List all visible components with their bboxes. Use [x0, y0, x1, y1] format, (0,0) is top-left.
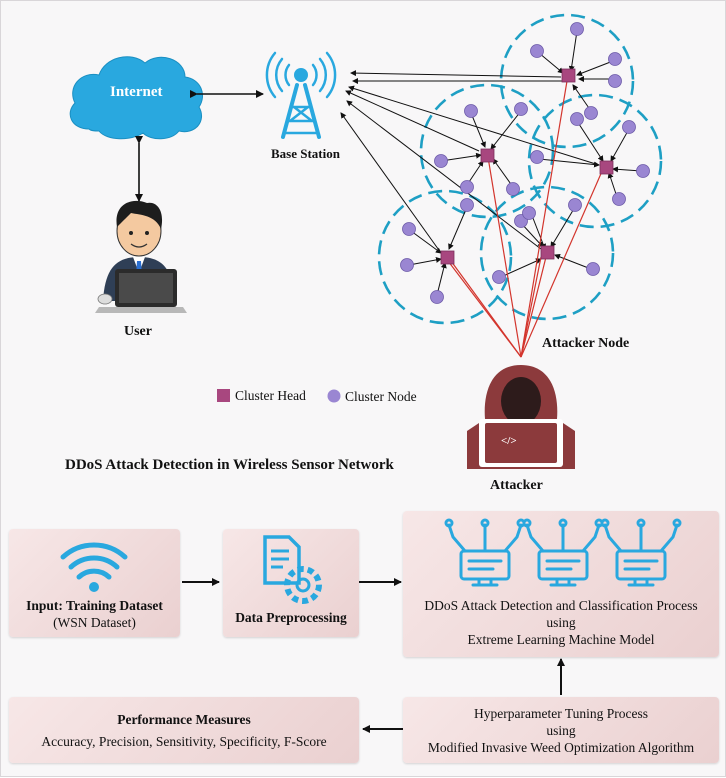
cluster-heads	[440, 68, 614, 265]
attacker-hooded-icon	[467, 365, 575, 469]
tuning-line-1: Hyperparameter Tuning Process	[474, 706, 648, 721]
base-station-label: Base Station	[271, 146, 340, 161]
attacker-label: Attacker	[490, 478, 543, 493]
ml-robot-icons	[444, 518, 682, 587]
laptop-code-glyph: </>	[501, 435, 517, 447]
internet-label: Internet	[110, 84, 163, 100]
cluster-nodes	[400, 22, 650, 304]
legend-cluster-node-swatch	[327, 389, 341, 403]
attack-lines	[444, 80, 604, 358]
performance-title: Performance Measures	[117, 712, 251, 727]
performance-measures-box: Performance Measures Accuracy, Precision…	[9, 697, 359, 763]
tuning-line-3: Modified Invasive Weed Optimization Algo…	[427, 740, 695, 755]
document-gear-icon	[263, 535, 322, 604]
input-title: Input: Training Dataset	[26, 598, 163, 613]
diagram-title: DDoS Attack Detection in Wireless Sensor…	[65, 457, 394, 473]
input-subtitle: (WSN Dataset)	[53, 615, 136, 630]
detection-line-1: DDoS Attack Detection and Classification…	[424, 598, 698, 613]
attacker-node-label: Attacker Node	[542, 336, 630, 351]
detection-line-3: Extreme Learning Machine Model	[467, 632, 655, 647]
internet-cloud-icon	[69, 56, 203, 140]
user-label: User	[124, 324, 152, 339]
cluster-to-base-links	[340, 70, 600, 254]
ml-robot-icon-1	[444, 518, 526, 587]
ml-robot-icon-2	[522, 518, 604, 587]
hyperparameter-tuning-box: Hyperparameter Tuning Process using Modi…	[403, 697, 719, 763]
legend-cluster-head-label: Cluster Head	[235, 388, 306, 403]
legend-cluster-node-label: Cluster Node	[345, 389, 417, 404]
ml-robot-icon-3	[600, 518, 682, 587]
user-avatar-icon	[95, 200, 187, 313]
detection-line-2: using	[546, 615, 576, 630]
preprocessing-label: Data Preprocessing	[235, 610, 347, 625]
data-preprocessing-box: Data Preprocessing	[223, 529, 359, 637]
performance-metrics: Accuracy, Precision, Sensitivity, Specif…	[41, 734, 327, 749]
tuning-line-2: using	[546, 723, 576, 738]
input-dataset-box: Input: Training Dataset (WSN Dataset)	[9, 529, 180, 637]
legend-cluster-head-swatch	[217, 389, 230, 402]
detection-classification-box: DDoS Attack Detection and Classification…	[403, 511, 719, 657]
wifi-icon	[60, 542, 128, 592]
base-station-tower-icon	[265, 51, 337, 139]
